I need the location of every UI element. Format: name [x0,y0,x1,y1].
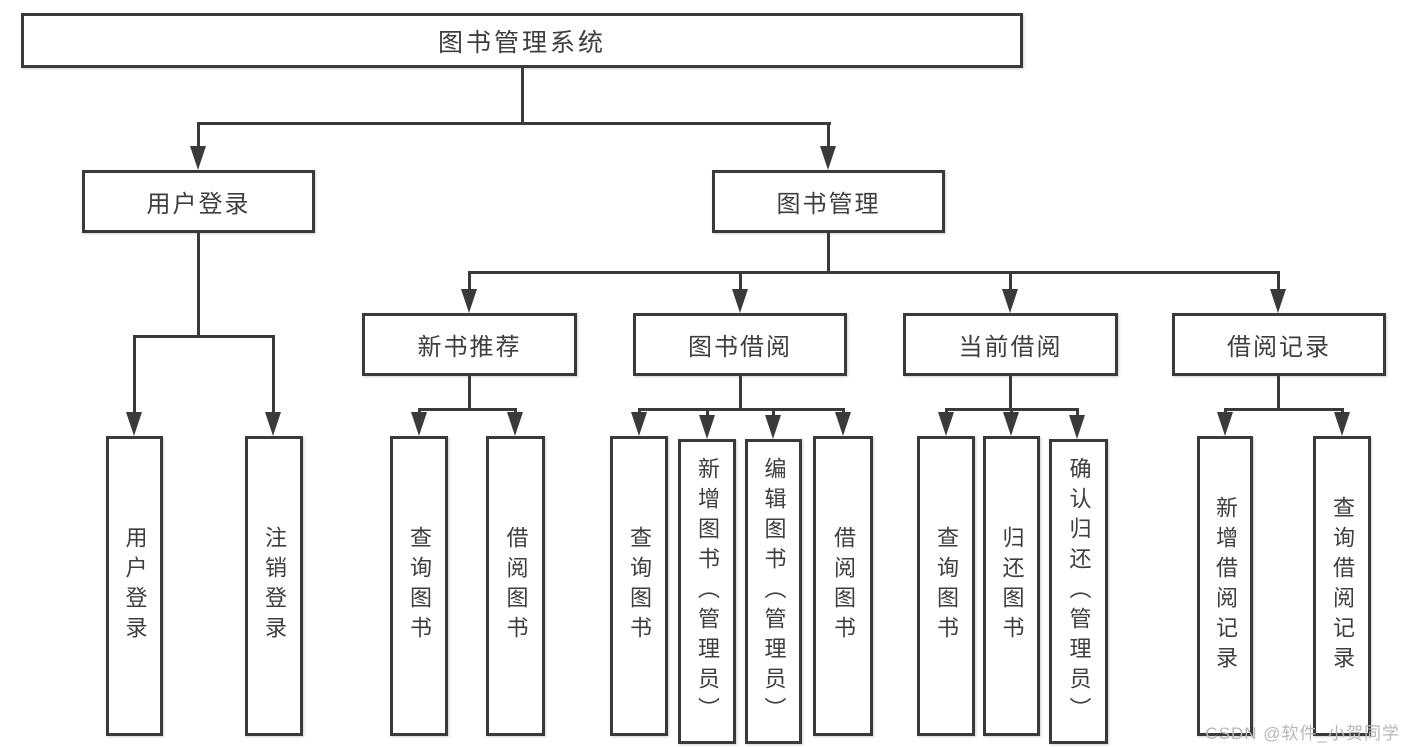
node-label: 查询借阅记录 [1330,496,1355,676]
connector-line [739,376,742,410]
connector-line [739,271,742,293]
node-new-book-recommend: 新书推荐 [362,313,577,376]
connector-line [272,335,275,415]
connector-line [1224,408,1342,411]
node-current-borrowing: 当前借阅 [903,313,1118,376]
node-book-borrowing: 图书借阅 [633,313,847,376]
connector-line [197,122,200,152]
connector-arrowhead [699,415,715,439]
leaf-return-books: 归还图书 [983,436,1040,736]
connector-arrowhead [835,412,851,436]
leaf-query-books-current: 查询图书 [917,436,975,736]
leaf-add-borrow-record: 新增借阅记录 [1197,436,1253,736]
node-label: 新增借阅记录 [1213,496,1238,676]
leaf-query-borrow-record: 查询借阅记录 [1313,436,1371,736]
node-label: 图书借阅 [688,334,792,361]
connector-arrowhead [820,146,836,170]
leaf-borrow-books-borrowing: 借阅图书 [813,436,873,736]
csdn-watermark: CSDN @软件_小贺同学 [1205,724,1400,743]
node-label: 查询图书 [407,526,432,646]
node-label: 确认归还（管理员） [1066,456,1092,727]
connector-line [827,233,830,273]
connector-arrowhead [411,412,427,436]
connector-line [706,408,709,416]
connector-line [1277,271,1280,293]
connector-line [197,122,831,125]
node-label: 借阅图书 [503,526,529,646]
connector-arrowhead [1003,412,1019,436]
connector-arrowhead [461,289,477,313]
connector-line [469,271,1280,274]
connector-arrowhead [938,412,954,436]
node-book-management: 图书管理 [712,170,945,233]
connector-line [468,271,471,293]
connector-line [1009,271,1012,293]
connector-arrowhead [1069,415,1085,439]
connector-line [197,233,200,337]
leaf-confirm-return-admin: 确认归还（管理员） [1049,439,1108,744]
connector-line [772,408,775,416]
connector-arrowhead [126,412,142,436]
node-borrowing-records: 借阅记录 [1172,313,1386,376]
connector-line [827,122,830,152]
node-label: 归还图书 [999,526,1025,646]
connector-line [1277,376,1280,410]
leaf-add-books-admin: 新增图书（管理员） [678,439,736,744]
connector-line [468,376,471,410]
connector-arrowhead [732,289,748,313]
connector-arrowhead [1270,289,1286,313]
leaf-query-books-recommend: 查询图书 [390,436,448,736]
leaf-logout: 注销登录 [245,436,303,736]
node-library-system: 图书管理系统 [21,13,1023,68]
connector-arrowhead [507,412,523,436]
connector-arrowhead [631,412,647,436]
node-label: 用户登录 [122,526,148,646]
node-label: 借阅图书 [831,526,856,646]
connector-line [133,335,275,338]
node-label: 注销登录 [262,526,287,646]
connector-line [1076,408,1079,416]
node-label: 查询图书 [934,526,959,646]
connector-arrowhead [190,146,206,170]
connector-line [521,66,524,124]
leaf-user-login: 用户登录 [106,436,163,736]
node-label: 图书管理 [776,191,881,218]
connector-line [133,335,136,415]
connector-line [418,408,516,411]
node-label: 当前借阅 [958,334,1063,361]
node-user-login: 用户登录 [82,170,315,233]
node-label: 图书管理系统 [437,28,606,57]
connector-arrowhead [765,415,781,439]
leaf-edit-books-admin: 编辑图书（管理员） [745,439,802,744]
node-label: 编辑图书（管理员） [761,456,787,727]
leaf-query-books-borrowing: 查询图书 [610,436,668,736]
connector-arrowhead [1334,412,1350,436]
connector-line [1009,376,1012,410]
connector-arrowhead [1002,289,1018,313]
node-label: 借阅记录 [1227,334,1331,361]
node-label: 新书推荐 [417,334,522,361]
node-label: 新增图书（管理员） [695,456,720,727]
connector-arrowhead [265,412,281,436]
leaf-borrow-books-recommend: 借阅图书 [486,436,545,736]
connector-arrowhead [1217,412,1233,436]
node-label: 查询图书 [627,526,652,646]
connector-line [638,408,843,411]
node-label: 用户登录 [146,191,251,218]
